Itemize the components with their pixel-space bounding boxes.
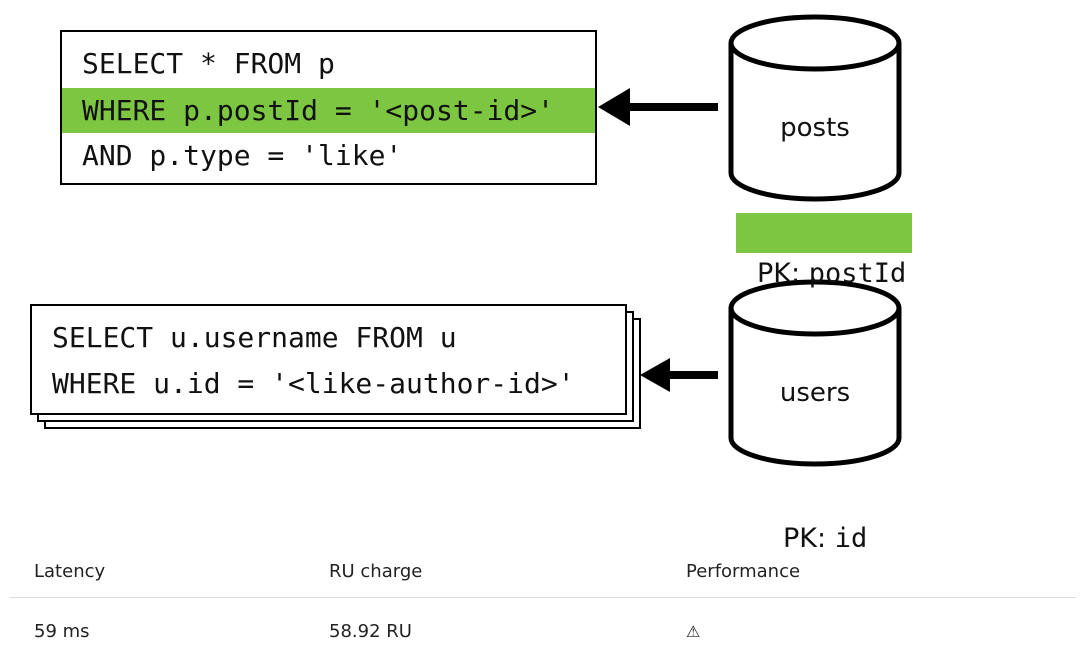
performance-header: Performance — [662, 545, 1076, 598]
metrics-header-row: Latency RU charge Performance — [10, 545, 1076, 598]
performance-value: ⚠ — [662, 598, 1076, 664]
table-row: 59 ms 58.92 RU ⚠ — [10, 598, 1076, 664]
diagram-shapes — [0, 0, 1080, 540]
pk-prefix: PK: — [757, 258, 809, 289]
latency-header: Latency — [10, 545, 305, 598]
users-container-label: users — [731, 378, 899, 408]
metrics-table: Latency RU charge Performance 59 ms 58.9… — [10, 545, 1076, 664]
warning-icon: ⚠ — [686, 622, 700, 641]
arrow-left-icon — [640, 358, 718, 392]
ru-charge-value: 58.92 RU — [305, 598, 662, 664]
latency-value: 59 ms — [10, 598, 305, 664]
users-partition-key: PK: id — [768, 478, 867, 518]
posts-partition-key: PK: postId — [736, 213, 912, 253]
pk-value: postId — [809, 258, 907, 289]
posts-cylinder-icon — [731, 17, 899, 199]
arrow-left-icon — [598, 88, 718, 126]
posts-container-label: posts — [731, 113, 899, 143]
ru-charge-header: RU charge — [305, 545, 662, 598]
users-cylinder-icon — [731, 282, 899, 464]
